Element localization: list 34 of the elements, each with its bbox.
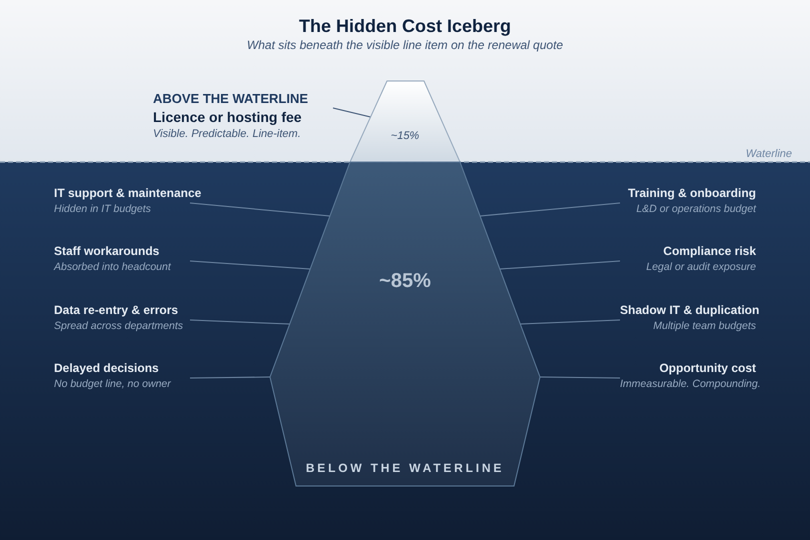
cost-note: Multiple team budgets — [653, 320, 756, 333]
cost-title: Staff workarounds — [54, 244, 160, 259]
cost-note: Visible. Predictable. Line-item. — [153, 127, 301, 141]
cost-title: Shadow IT & duplication — [620, 303, 760, 318]
waterline-label: Waterline — [746, 147, 792, 161]
subtitle: What sits beneath the visible line item on the renewal quote — [246, 38, 564, 53]
leader-line — [520, 320, 620, 324]
cost-title: Training & onboarding — [628, 186, 756, 201]
cost-note: Legal or audit exposure — [646, 261, 756, 274]
leader-line — [499, 260, 620, 270]
leader-line — [480, 202, 620, 216]
cost-title: Opportunity cost — [659, 361, 756, 376]
leader-line — [332, 108, 372, 118]
cost-note: L&D or operations budget — [636, 203, 756, 216]
leader-line — [190, 376, 270, 378]
cost-title: Licence or hosting fee — [153, 108, 302, 126]
section-heading: ABOVE THE WATERLINE — [153, 91, 308, 107]
cost-note: No budget line, no owner — [54, 378, 171, 391]
leader-line — [190, 260, 311, 270]
cost-note: Spread across departments — [54, 320, 183, 333]
cost-title: Compliance risk — [663, 244, 756, 259]
leader-line — [190, 320, 290, 324]
section-heading: BELOW THE WATERLINE — [306, 461, 504, 475]
cost-title: Data re-entry & errors — [54, 303, 178, 318]
percentage-label: ~15% — [390, 129, 420, 143]
leader-line — [190, 202, 330, 216]
percentage-label: ~85% — [379, 269, 431, 293]
cost-note: Hidden in IT budgets — [54, 203, 151, 216]
title: The Hidden Cost Iceberg — [298, 15, 512, 37]
cost-title: Delayed decisions — [54, 361, 159, 376]
cost-note: Absorbed into headcount — [54, 261, 171, 274]
cost-note: Immeasurable. Compounding. — [620, 378, 761, 391]
leader-line — [540, 376, 620, 378]
cost-title: IT support & maintenance — [54, 186, 202, 201]
